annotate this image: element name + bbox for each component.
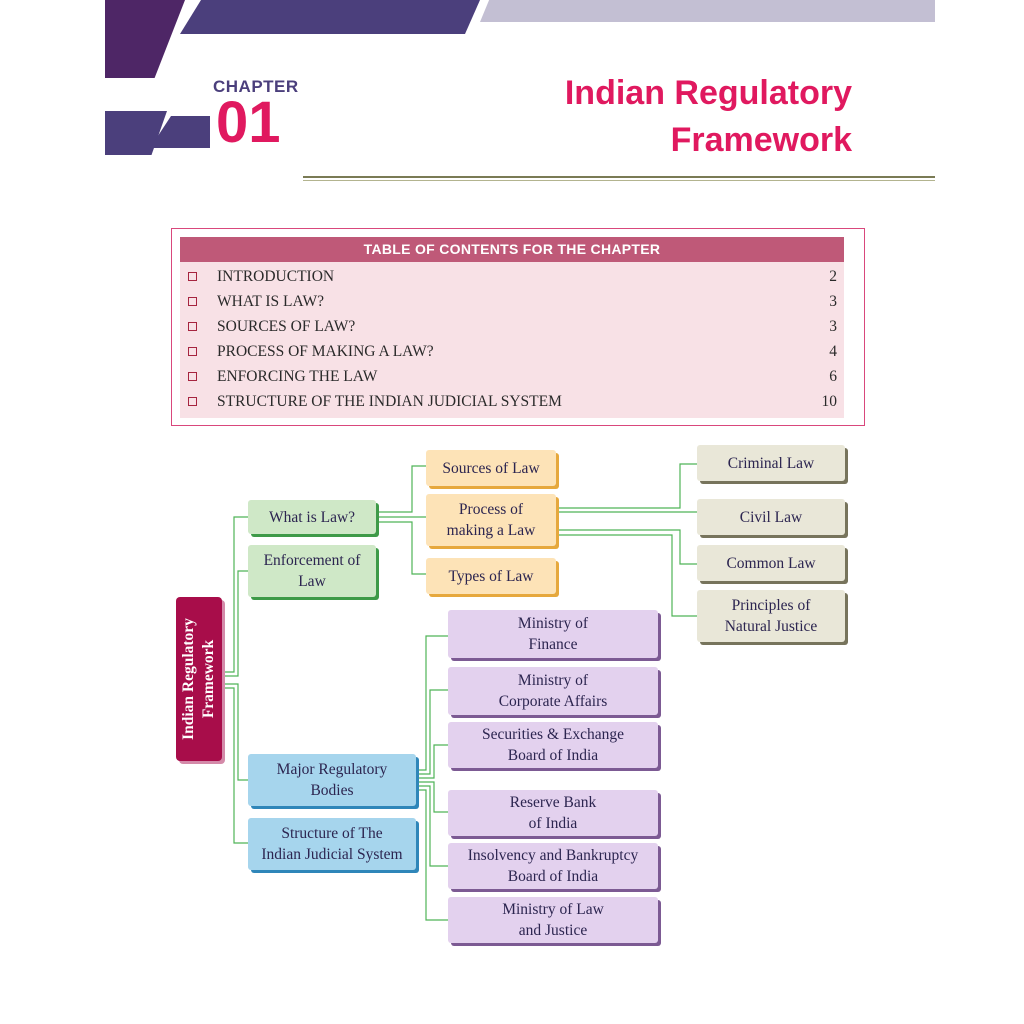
checkbox-icon: [188, 397, 197, 406]
checkbox-icon: [188, 372, 197, 381]
toc-item-page: 3: [829, 293, 837, 310]
toc-item-label: INTRODUCTION: [217, 268, 335, 285]
chapter-title-line1: Indian Regulatory: [564, 74, 852, 112]
toc-item[interactable]: ENFORCING THE LAW 6: [180, 364, 844, 389]
node-natural-justice[interactable]: Principles of Natural Justice: [697, 590, 845, 642]
toc-item-label: STRUCTURE OF THE INDIAN JUDICIAL SYSTEM: [217, 393, 562, 410]
toc-frame: [171, 228, 865, 426]
toc-item[interactable]: WHAT IS LAW? 3: [180, 289, 844, 314]
toc-item-page: 4: [829, 343, 837, 360]
toc-item-label: PROCESS OF MAKING A LAW?: [217, 343, 434, 360]
node-major-regulatory-bodies[interactable]: Major Regulatory Bodies: [248, 754, 416, 806]
toc-item-page: 6: [829, 368, 837, 385]
title-rule-thin: [303, 180, 935, 181]
toc-item-page: 10: [821, 393, 838, 410]
node-civil-law[interactable]: Civil Law: [697, 499, 845, 535]
node-types-of-law[interactable]: Types of Law: [426, 558, 556, 594]
toc-item-page: 2: [829, 268, 837, 285]
toc-item[interactable]: SOURCES OF LAW? 3: [180, 314, 844, 339]
chapter-title: Indian Regulatory Framework: [565, 70, 852, 164]
checkbox-icon: [188, 272, 197, 281]
toc-item-label: SOURCES OF LAW?: [217, 318, 356, 335]
toc-item[interactable]: STRUCTURE OF THE INDIAN JUDICIAL SYSTEM …: [180, 389, 844, 414]
node-what-is-law[interactable]: What is Law?: [248, 500, 376, 534]
chapter-number: 01: [216, 90, 281, 155]
node-reserve-bank[interactable]: Reserve Bank of India: [448, 790, 658, 836]
toc-item[interactable]: PROCESS OF MAKING A LAW? 4: [180, 339, 844, 364]
node-judicial-system-structure[interactable]: Structure of The Indian Judicial System: [248, 818, 416, 870]
node-enforcement-of-law[interactable]: Enforcement of Law: [248, 545, 376, 597]
checkbox-icon: [188, 347, 197, 356]
toc-item[interactable]: INTRODUCTION 2: [180, 264, 844, 289]
header-band-light: [480, 0, 935, 22]
node-criminal-law[interactable]: Criminal Law: [697, 445, 845, 481]
node-ibbi[interactable]: Insolvency and Bankruptcy Board of India: [448, 843, 658, 889]
chapter-title-line2: Framework: [670, 121, 852, 159]
header-band-mid: [180, 0, 480, 34]
node-sebi[interactable]: Securities & Exchange Board of India: [448, 722, 658, 768]
node-process-of-making-law[interactable]: Process of making a Law: [426, 494, 556, 546]
toc-list: INTRODUCTION 2 WHAT IS LAW? 3 SOURCES OF…: [180, 262, 844, 418]
toc-item-page: 3: [829, 318, 837, 335]
toc-item-label: WHAT IS LAW?: [217, 293, 324, 310]
mindmap-root: Indian Regulatory Framework: [176, 597, 222, 761]
node-sources-of-law[interactable]: Sources of Law: [426, 450, 556, 486]
node-ministry-of-finance[interactable]: Ministry of Finance: [448, 610, 658, 658]
node-ministry-of-corporate-affairs[interactable]: Ministry of Corporate Affairs: [448, 667, 658, 715]
toc-item-label: ENFORCING THE LAW: [217, 368, 378, 385]
chapter-label: CHAPTER: [213, 77, 299, 96]
checkbox-icon: [188, 322, 197, 331]
toc-heading: TABLE OF CONTENTS FOR THE CHAPTER: [180, 237, 844, 262]
title-rule: [303, 176, 935, 178]
checkbox-icon: [188, 297, 197, 306]
mindmap-root-label: Indian Regulatory Framework: [180, 618, 217, 740]
node-ministry-of-law-justice[interactable]: Ministry of Law and Justice: [448, 897, 658, 943]
node-common-law[interactable]: Common Law: [697, 545, 845, 581]
